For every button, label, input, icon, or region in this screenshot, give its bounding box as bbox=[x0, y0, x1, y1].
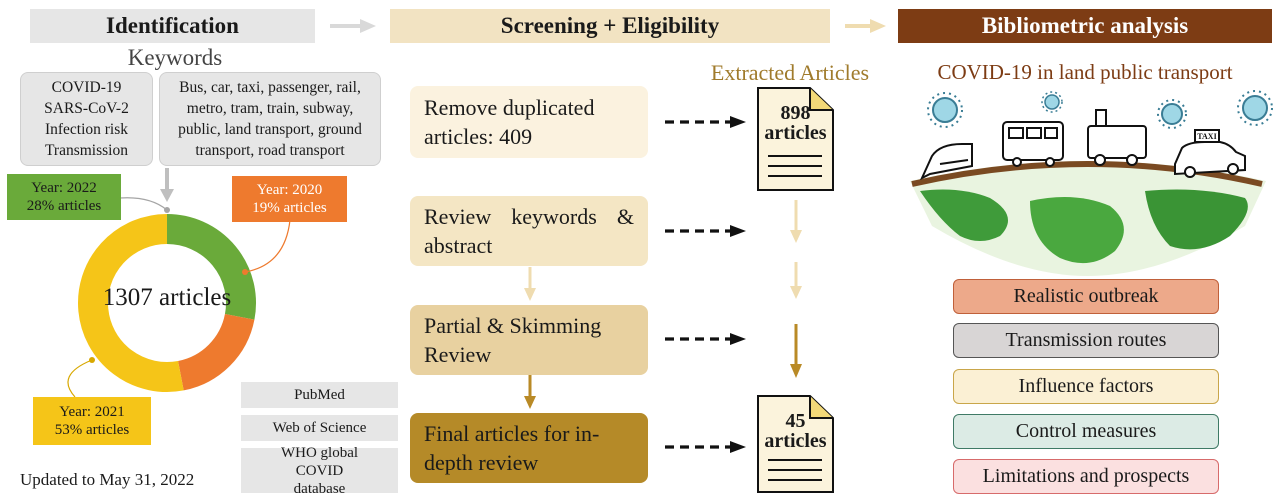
category-limitations: Limitations and prospects bbox=[953, 459, 1219, 494]
doc-arrow-3 bbox=[790, 324, 802, 378]
step-1-text: Remove duplicated articles: 409 bbox=[424, 95, 595, 149]
category-influence-factors: Influence factors bbox=[953, 369, 1219, 404]
source-wos-label: Web of Science bbox=[272, 420, 367, 436]
taxi-sign: TAXI bbox=[1197, 132, 1216, 141]
dashed-arrow-1 bbox=[665, 116, 746, 128]
screening-arrows bbox=[524, 87, 834, 493]
callout-2020-year: Year: 2020 bbox=[256, 182, 323, 198]
doc-1-label: 898 articles bbox=[758, 103, 833, 143]
updated-note: Updated to May 31, 2022 bbox=[20, 470, 195, 489]
donut-segment-2022 bbox=[166, 214, 256, 320]
header-screening: Screening + Eligibility bbox=[390, 9, 830, 43]
callout-2022-share: 28% articles bbox=[26, 198, 102, 214]
doc-arrow-1 bbox=[790, 200, 802, 243]
doc-2-unit: articles bbox=[764, 430, 827, 452]
analysis-title: COVID-19 in land public transport bbox=[937, 60, 1233, 84]
category-transmission-routes: Transmission routes bbox=[953, 323, 1219, 358]
category-label: Transmission routes bbox=[1005, 329, 1167, 351]
transport-illustration: TAXI bbox=[910, 90, 1273, 276]
disease-keyword: COVID-19 bbox=[51, 79, 122, 96]
step-remove-duplicates: Remove duplicated articles: 409 bbox=[410, 86, 648, 158]
step-4-text: Final articles for in-depth review bbox=[424, 421, 600, 475]
step-2-text: Review keywords & abstract bbox=[424, 204, 634, 258]
step-review-keywords: Review keywords & abstract bbox=[410, 196, 648, 266]
header-arrows bbox=[330, 19, 886, 33]
donut-segment-2021 bbox=[78, 214, 184, 392]
transport-keywords-box: Bus, car, taxi, passenger, rail, metro, … bbox=[159, 72, 381, 166]
header-arrow-2 bbox=[845, 19, 886, 33]
transport-keyword-line: metro, tram, train, subway, bbox=[186, 100, 354, 117]
virus-icon bbox=[1157, 99, 1187, 129]
virus-icon bbox=[1237, 90, 1273, 126]
callout-2022-year: Year: 2022 bbox=[31, 180, 97, 196]
header-identification: Identification bbox=[30, 9, 315, 43]
keywords-down-arrow bbox=[160, 168, 174, 202]
category-realistic-outbreak: Realistic outbreak bbox=[953, 279, 1219, 314]
category-label: Realistic outbreak bbox=[1013, 285, 1159, 307]
callout-2021-share: 53% articles bbox=[54, 422, 130, 438]
bus-icon bbox=[1002, 121, 1064, 167]
transport-keyword-line: Bus, car, taxi, passenger, rail, bbox=[179, 79, 361, 96]
virus-icon bbox=[927, 92, 963, 128]
source-who-database: WHO global COVID database bbox=[241, 445, 398, 497]
header-identification-label: Identification bbox=[106, 13, 239, 38]
document-icon-2 bbox=[757, 395, 834, 493]
keywords-title: Keywords bbox=[127, 45, 223, 70]
doc-1-count: 898 bbox=[780, 102, 811, 124]
transport-keyword-line: transport, road transport bbox=[195, 142, 345, 159]
step-3-text: Partial & Skimming Review bbox=[424, 313, 602, 367]
doc-arrow-2 bbox=[790, 262, 802, 299]
disease-keyword: Transmission bbox=[45, 142, 128, 159]
step-partial-review: Partial & Skimming Review bbox=[410, 305, 648, 375]
source-pubmed-label: PubMed bbox=[294, 387, 345, 403]
callout-2021: Year: 2021 53% articles bbox=[33, 397, 151, 445]
disease-keyword: SARS-CoV-2 bbox=[44, 100, 129, 117]
source-pubmed: PubMed bbox=[241, 382, 398, 408]
header-screening-label: Screening + Eligibility bbox=[500, 13, 720, 38]
category-label: Influence factors bbox=[1018, 375, 1154, 397]
header-arrow-1 bbox=[330, 19, 376, 33]
category-label: Control measures bbox=[1015, 420, 1157, 442]
callout-2020-share: 19% articles bbox=[252, 200, 327, 216]
bullet-train-icon bbox=[919, 143, 973, 181]
category-label: Limitations and prospects bbox=[982, 465, 1190, 487]
virus-icon bbox=[1041, 91, 1063, 113]
step-arrow-2-3 bbox=[524, 267, 536, 301]
steam-train-icon bbox=[1087, 109, 1147, 166]
document-icon-1 bbox=[757, 87, 834, 191]
taxi-icon bbox=[1174, 129, 1246, 178]
callout-2022: Year: 2022 28% articles bbox=[7, 174, 121, 220]
donut-chart bbox=[67, 168, 291, 398]
doc-2-count: 45 bbox=[785, 410, 806, 432]
dashed-arrow-2 bbox=[665, 225, 746, 237]
disease-keyword: Infection risk bbox=[44, 121, 129, 138]
header-bibliometric-label: Bibliometric analysis bbox=[981, 13, 1189, 38]
extracted-title: Extracted Articles bbox=[710, 60, 870, 85]
callout-2021-year: Year: 2021 bbox=[59, 404, 125, 420]
category-control-measures: Control measures bbox=[953, 414, 1219, 449]
dashed-arrow-3 bbox=[665, 333, 746, 345]
callout-leader-lines bbox=[67, 197, 291, 398]
disease-keywords-box: COVID-19 SARS-CoV-2 Infection risk Trans… bbox=[20, 72, 153, 166]
callout-2020: Year: 2020 19% articles bbox=[232, 176, 347, 222]
donut-segment-2020 bbox=[177, 313, 255, 391]
globe-illustration bbox=[910, 161, 1266, 276]
step-final-articles: Final articles for in-depth review bbox=[410, 413, 648, 483]
doc-1-unit: articles bbox=[764, 122, 827, 144]
step-arrow-3-4 bbox=[524, 375, 536, 409]
header-bibliometric: Bibliometric analysis bbox=[898, 9, 1272, 43]
doc-2-label: 45 articles bbox=[758, 411, 833, 451]
source-web-of-science: Web of Science bbox=[241, 415, 398, 441]
dashed-arrow-4 bbox=[665, 441, 746, 453]
transport-keyword-line: public, land transport, ground bbox=[178, 121, 362, 138]
donut-center-label: 1307 articles bbox=[102, 284, 232, 311]
source-who-label: WHO global COVID database bbox=[280, 444, 359, 497]
